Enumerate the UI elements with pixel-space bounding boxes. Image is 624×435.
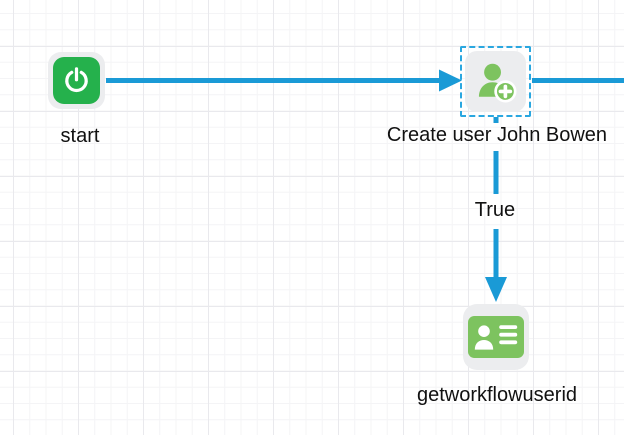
power-icon [65, 67, 88, 93]
arrowhead-down-icon [485, 277, 507, 302]
node-label-getworkflowuserid: getworkflowuserid [416, 384, 578, 406]
node-label-create-user: Create user John Bowen [386, 124, 608, 146]
power-icon-box [53, 57, 100, 104]
id-card-icon [468, 316, 524, 358]
node-getworkflowuserid[interactable] [463, 304, 529, 370]
arrowhead-right-icon [439, 69, 462, 92]
user-add-icon [478, 63, 517, 103]
connector-label-true: True [474, 199, 516, 221]
node-start[interactable] [48, 52, 105, 109]
node-create-user[interactable] [465, 51, 526, 112]
node-create-user-selection[interactable] [460, 46, 531, 117]
node-label-start: start [60, 125, 100, 147]
